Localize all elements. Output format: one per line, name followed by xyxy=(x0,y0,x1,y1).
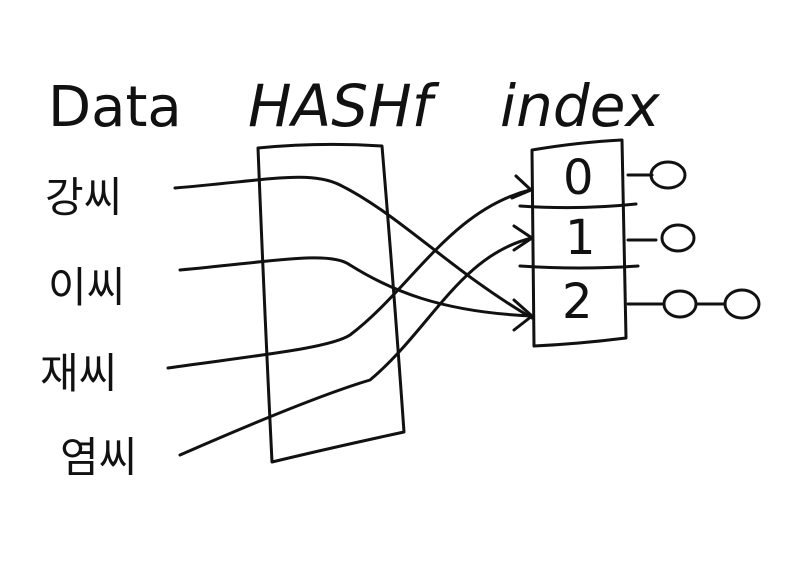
arrowhead-icon xyxy=(512,224,534,252)
hash-function-header: HASHf xyxy=(248,72,440,140)
index-table xyxy=(530,138,628,348)
mapping-line-2-to-0 xyxy=(166,188,532,370)
bucket-divider xyxy=(518,202,638,210)
arrowhead-icon xyxy=(512,298,534,332)
key-label: 염씨 xyxy=(60,433,137,482)
index-header: index xyxy=(500,72,660,140)
bucket-index: 2 xyxy=(562,274,593,330)
mapping-line-0-to-2 xyxy=(173,175,534,320)
mapping-line-3-to-1 xyxy=(178,236,534,457)
chain-node xyxy=(662,289,698,319)
chain-node xyxy=(660,223,696,253)
bucket-index: 0 xyxy=(563,150,594,206)
key-label: 강씨 xyxy=(45,173,122,222)
hash-function-box xyxy=(256,142,406,464)
bucket-index: 1 xyxy=(565,210,596,266)
bucket-divider xyxy=(518,264,640,270)
key-label: 이씨 xyxy=(48,263,125,312)
data-header: Data xyxy=(48,75,182,140)
chain-node xyxy=(649,160,687,190)
chain-node xyxy=(723,288,761,320)
key-label: 재씨 xyxy=(40,349,117,398)
mapping-line-1-to-2 xyxy=(178,256,534,318)
